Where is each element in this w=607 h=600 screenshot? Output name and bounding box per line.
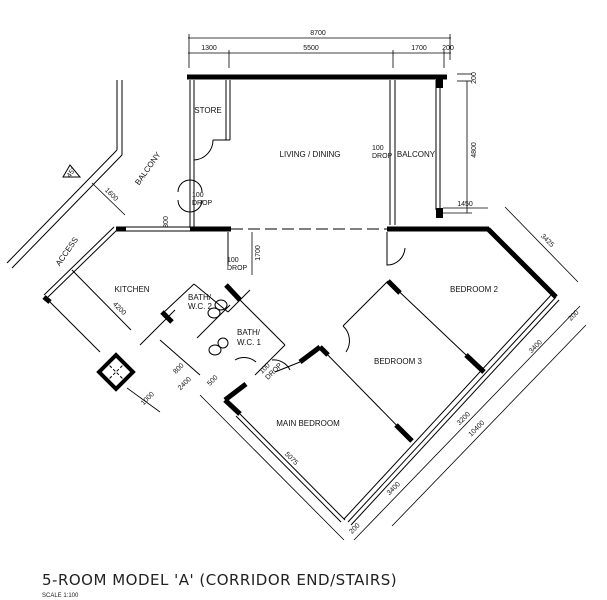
drop-value-2: 100 <box>372 145 384 152</box>
walls <box>6 74 560 526</box>
dim-3425: 3425 <box>539 233 555 249</box>
label-balcony-access: BALCONY <box>133 150 163 187</box>
label-main-bedroom: MAIN BEDROOM <box>276 419 340 428</box>
room-labels: STORE LIVING / DINING BALCONY BALCONY AC… <box>54 106 499 428</box>
label-access: ACCESS <box>54 236 80 268</box>
label-living-dining: LIVING / DINING <box>280 150 341 159</box>
label-bedroom-2: BEDROOM 2 <box>450 285 499 294</box>
dim-1600: 1600 <box>103 187 119 203</box>
drop-value-1: 100 <box>192 192 204 199</box>
dim-1700: 1700 <box>411 45 427 52</box>
label-bath2-b: W.C. 2 <box>188 302 213 311</box>
drop-word-3: DROP <box>227 265 248 272</box>
label-bath1-b: W.C. 1 <box>237 338 262 347</box>
label-store: STORE <box>194 106 221 115</box>
dim-4800: 4800 <box>471 142 478 158</box>
dim-10400: 10400 <box>468 420 487 439</box>
dim-3400-b: 3400 <box>386 481 402 497</box>
label-balcony: BALCONY <box>397 150 436 159</box>
label-bedroom-3: BEDROOM 3 <box>374 357 423 366</box>
dim-1450: 1450 <box>457 201 473 208</box>
dim-300: 300 <box>163 216 170 228</box>
dim-200-facade: 200 <box>567 309 580 322</box>
plan-scale: SCALE 1:100 <box>42 593 79 599</box>
dim-1700: 1700 <box>255 245 262 261</box>
right-dimensions: 200 4800 1450 <box>442 72 488 214</box>
dim-200-top: 200 <box>442 45 454 52</box>
top-dimensions: 8700 1300 5500 1700 200 <box>188 30 454 68</box>
drop-value-3: 100 <box>227 257 239 264</box>
dim-5500: 5500 <box>303 45 319 52</box>
label-kitchen: KITCHEN <box>114 285 149 294</box>
drop-labels: 100 DROP 100 DROP 100 DROP 100 DROP 45° <box>65 145 392 381</box>
dim-3400-a: 3400 <box>528 339 544 355</box>
drop-word-1: DROP <box>192 200 213 207</box>
plan-title: 5-ROOM MODEL 'A' (CORRIDOR END/STAIRS) <box>42 571 397 589</box>
dim-1300: 1300 <box>201 45 217 52</box>
refuse-shaft <box>96 352 136 392</box>
drop-word-2: DROP <box>372 153 393 160</box>
dim-3200: 3200 <box>456 411 472 427</box>
dim-200-right: 200 <box>471 72 478 84</box>
dim-8700: 8700 <box>310 30 326 37</box>
dim-200-bottom: 200 <box>348 522 361 535</box>
dim-4200: 4200 <box>111 301 127 317</box>
dim-800: 800 <box>172 362 185 375</box>
dim-1000: 1000 <box>140 391 156 407</box>
label-bath1-a: BATH/ <box>237 328 261 337</box>
dim-500: 500 <box>206 374 219 387</box>
diagonal-dimensions: 3425 200 3400 3200 10400 3400 5075 200 1… <box>91 182 587 541</box>
dim-5075: 5075 <box>283 451 299 467</box>
dim-2400: 2400 <box>177 376 193 392</box>
label-bath2-a: BATH/ <box>188 293 212 302</box>
